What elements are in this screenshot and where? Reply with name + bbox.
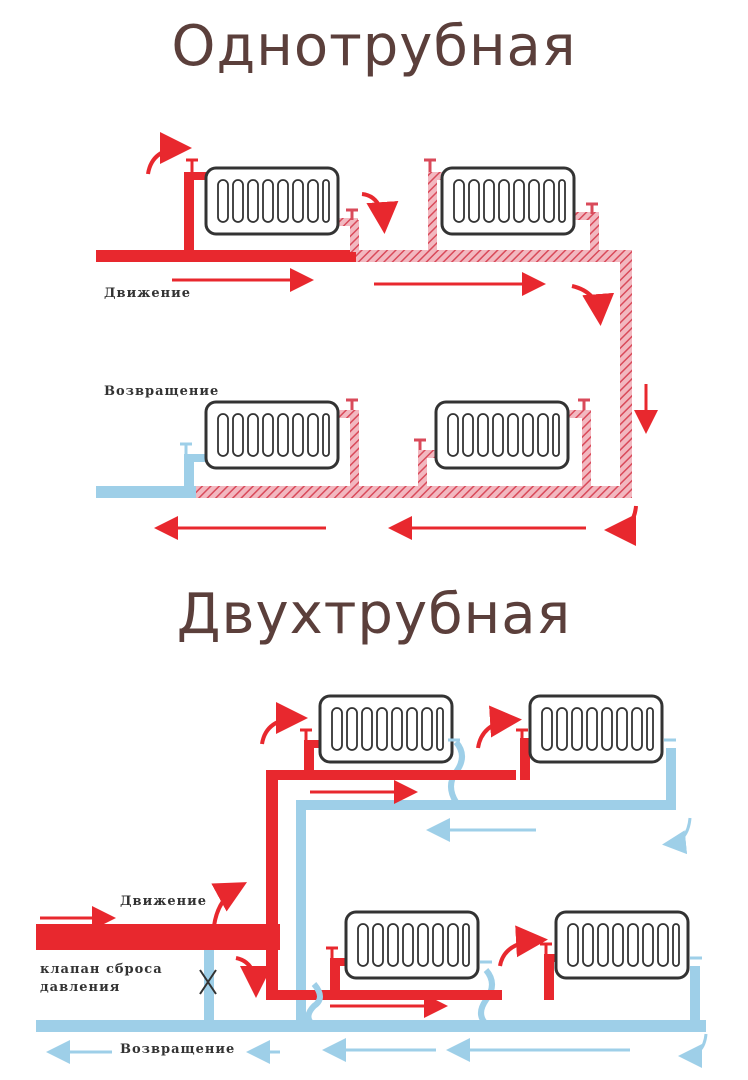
single-supply-label: Движение [104, 286, 192, 301]
radiator [528, 694, 664, 764]
radiator [344, 910, 480, 980]
single-return-pipe [96, 486, 196, 498]
single-pipe-title: Однотрубная [171, 14, 577, 79]
radiator [554, 910, 690, 980]
valve-label-line2: давления [40, 980, 121, 995]
radiator [204, 400, 340, 470]
single-pipe-scheme [96, 132, 658, 546]
radiator [434, 400, 570, 470]
two-return-pipe [36, 1020, 706, 1032]
two-pipe-scheme [36, 694, 708, 1068]
two-return-label: Возвращение [120, 1042, 236, 1057]
single-supply-pipe [96, 250, 358, 262]
radiator [318, 694, 454, 764]
radiator [204, 166, 340, 236]
two-supply-pipe [36, 924, 280, 950]
two-supply-label: Движение [120, 894, 208, 909]
pressure-valve-icon [199, 969, 217, 995]
radiator [440, 166, 576, 236]
two-pipe-title: Двухтрубная [176, 582, 572, 647]
valve-label-line1: клапан сброса [40, 962, 163, 977]
single-hatched-pipe [356, 250, 632, 262]
single-return-label: Возвращение [104, 384, 220, 399]
